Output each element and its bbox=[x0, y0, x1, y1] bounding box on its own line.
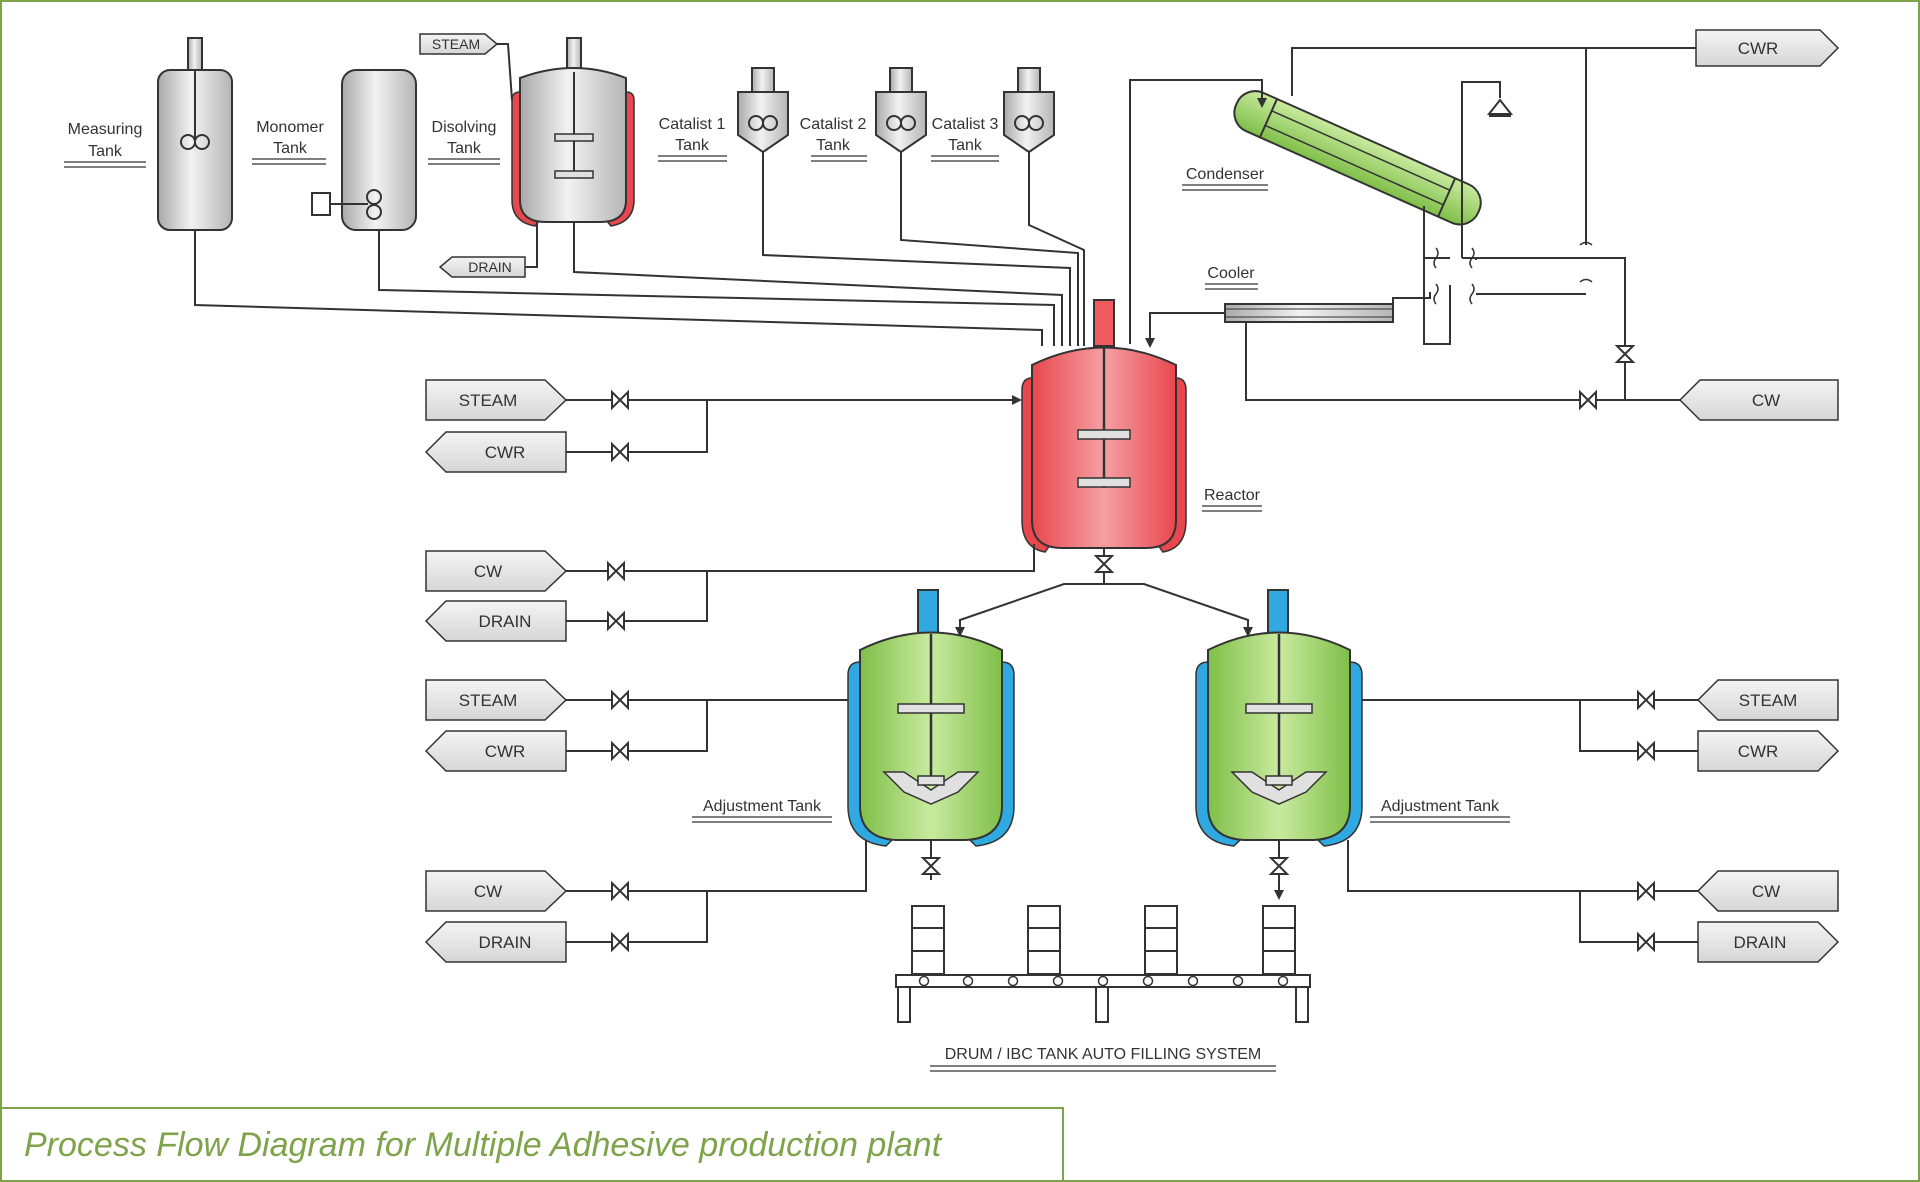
adjr-steam-tag: STEAM bbox=[1696, 679, 1839, 721]
catalist-1-label-1: Catalist 1 bbox=[659, 116, 726, 133]
filling-conveyor bbox=[895, 974, 1311, 1023]
diagram-title: Process Flow Diagram for Multiple Adhesi… bbox=[24, 1126, 943, 1164]
drain-small-label: DRAIN bbox=[468, 259, 512, 275]
adjustment-tank-left bbox=[847, 589, 1015, 880]
adjl-steam-label: STEAM bbox=[459, 691, 518, 710]
adjr-drain-tag: DRAIN bbox=[1697, 921, 1840, 963]
adjustment-tank-right bbox=[1195, 589, 1363, 900]
adjl-cwr-label: CWR bbox=[485, 742, 526, 761]
adjl-drain-tag: DRAIN bbox=[424, 921, 567, 963]
catalist-2-tank bbox=[875, 67, 927, 154]
reactor-drain-tag: DRAIN bbox=[424, 600, 567, 642]
measuring-tank-label-2: Tank bbox=[88, 143, 123, 160]
monomer-tank-label-1: Monomer bbox=[256, 119, 324, 136]
monomer-tank-label-2: Tank bbox=[273, 140, 308, 157]
cw-right-mid-label: CW bbox=[1752, 391, 1780, 410]
valve[interactable] bbox=[611, 389, 629, 411]
cwr-outlet-tag-condenser: CWR bbox=[1695, 29, 1840, 67]
drum-3 bbox=[1144, 905, 1178, 975]
measuring-tank-label-1: Measuring bbox=[68, 121, 143, 138]
drum-2 bbox=[1027, 905, 1061, 975]
reactor-cwr-tag: CWR bbox=[424, 431, 567, 473]
valve[interactable] bbox=[611, 740, 629, 762]
valve[interactable] bbox=[1637, 931, 1655, 953]
catalist-3-tank bbox=[1003, 67, 1055, 154]
condenser bbox=[1233, 90, 1482, 226]
drum-4 bbox=[1262, 905, 1296, 975]
drum-1 bbox=[911, 905, 945, 975]
disolving-tank bbox=[511, 37, 635, 227]
valve[interactable] bbox=[1637, 740, 1655, 762]
adjl-cw-tag: CW bbox=[425, 870, 568, 912]
catalist-1-tank bbox=[737, 67, 789, 154]
reactor-steam-label: STEAM bbox=[459, 391, 518, 410]
cwr-top-right-label: CWR bbox=[1738, 39, 1779, 58]
reactor-cwr-label: CWR bbox=[485, 443, 526, 462]
catalist-2-label-2: Tank bbox=[816, 137, 851, 154]
valve[interactable] bbox=[1637, 689, 1655, 711]
adjr-cwr-tag: CWR bbox=[1697, 730, 1840, 772]
steam-inlet-tag-disolving: STEAM bbox=[419, 33, 499, 55]
cw-inlet-tag-condenser: CW bbox=[1678, 379, 1839, 421]
reactor-steam-tag: STEAM bbox=[425, 379, 568, 421]
valve[interactable] bbox=[611, 689, 629, 711]
adjr-cw-label: CW bbox=[1752, 882, 1780, 901]
reactor-cw-tag: CW bbox=[425, 550, 568, 592]
adjr-steam-label: STEAM bbox=[1739, 691, 1798, 710]
catalist-2-label-1: Catalist 2 bbox=[800, 116, 867, 133]
valve[interactable] bbox=[1637, 880, 1655, 902]
adjl-cw-label: CW bbox=[474, 882, 502, 901]
measuring-tank bbox=[157, 37, 233, 231]
steam-small-label: STEAM bbox=[432, 36, 480, 52]
valve[interactable] bbox=[611, 441, 629, 463]
adjr-drain-label: DRAIN bbox=[1734, 933, 1787, 952]
valve[interactable] bbox=[611, 931, 629, 953]
catalist-1-label-2: Tank bbox=[675, 137, 710, 154]
catalist-3-label-1: Catalist 3 bbox=[932, 116, 999, 133]
monomer-tank bbox=[311, 69, 417, 231]
valve[interactable] bbox=[607, 610, 625, 632]
adjl-steam-tag: STEAM bbox=[425, 679, 568, 721]
feed-lines bbox=[194, 152, 1085, 346]
valve[interactable] bbox=[607, 560, 625, 582]
drain-outlet-tag-disolving: DRAIN bbox=[438, 256, 526, 278]
condenser-label: Condenser bbox=[1186, 166, 1265, 183]
valve[interactable] bbox=[1579, 389, 1597, 411]
catalist-3-label-2: Tank bbox=[948, 137, 983, 154]
valve[interactable] bbox=[1614, 345, 1636, 363]
reactor-cw-label: CW bbox=[474, 562, 502, 581]
adjustment-tank-left-label: Adjustment Tank bbox=[703, 798, 822, 815]
cooler bbox=[1224, 303, 1394, 323]
cooler-label: Cooler bbox=[1207, 265, 1255, 282]
disolving-tank-label-1: Disolving bbox=[432, 119, 497, 136]
adjustment-tank-right-label: Adjustment Tank bbox=[1381, 798, 1500, 815]
adjl-cwr-tag: CWR bbox=[424, 730, 567, 772]
disolving-tank-label-2: Tank bbox=[447, 140, 482, 157]
adjr-cwr-label: CWR bbox=[1738, 742, 1779, 761]
title-box bbox=[0, 1107, 1064, 1182]
reactor-drain-label: DRAIN bbox=[479, 612, 532, 631]
reactor bbox=[1021, 299, 1187, 584]
adjr-cw-tag: CW bbox=[1696, 870, 1839, 912]
reactor-label: Reactor bbox=[1204, 487, 1261, 504]
valve[interactable] bbox=[611, 880, 629, 902]
adjl-drain-label: DRAIN bbox=[479, 933, 532, 952]
filling-system-label: DRUM / IBC TANK AUTO FILLING SYSTEM bbox=[945, 1046, 1262, 1063]
